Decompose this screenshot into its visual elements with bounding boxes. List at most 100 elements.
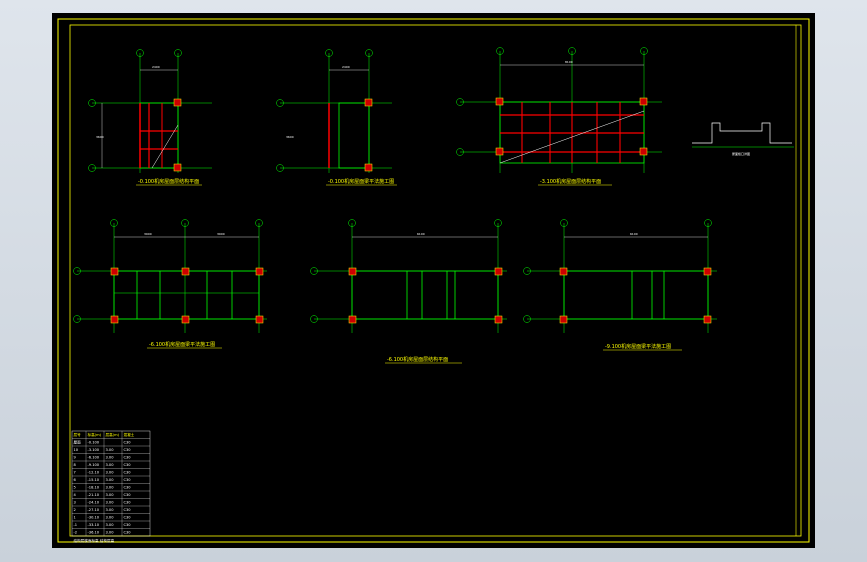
outer-frame bbox=[57, 18, 810, 543]
drawing-title: -9.100机房屋面梁平法施工图 bbox=[605, 343, 671, 350]
table-cell: 3.00 bbox=[106, 463, 115, 467]
dim-text: 2400 bbox=[152, 65, 160, 69]
column bbox=[181, 267, 190, 276]
drawing-title: -3.100机房屋面层结构平面 bbox=[540, 178, 601, 185]
axis-bubble bbox=[494, 219, 502, 227]
axis-bubble bbox=[456, 98, 464, 106]
axis-bubble bbox=[640, 47, 648, 55]
table-cell: -3.100 bbox=[88, 448, 100, 452]
axis-bubble bbox=[325, 49, 333, 57]
table-cell: 4 bbox=[74, 493, 77, 497]
axis-bubble bbox=[73, 267, 81, 275]
plan-outline bbox=[139, 102, 179, 169]
table-cell: C30 bbox=[124, 516, 132, 520]
table-cell: 3.00 bbox=[106, 501, 115, 505]
table-cell: 5 bbox=[74, 486, 76, 490]
table-cell: C30 bbox=[124, 456, 132, 460]
table-cell: 3 bbox=[74, 501, 76, 505]
inner-frame bbox=[69, 24, 802, 537]
column bbox=[559, 267, 568, 276]
table-cell: -12.10 bbox=[88, 471, 100, 475]
column bbox=[494, 267, 503, 276]
axis-bubble bbox=[456, 148, 464, 156]
axis-bubble bbox=[88, 164, 96, 172]
axis-bubble bbox=[174, 49, 182, 57]
dim-text: 3600 bbox=[96, 135, 104, 139]
column bbox=[255, 315, 264, 324]
plan-outline bbox=[351, 270, 499, 320]
axis-bubble bbox=[568, 47, 576, 55]
table-cell: C30 bbox=[124, 508, 132, 512]
table-cell: 3.00 bbox=[106, 448, 115, 452]
axis-bubble bbox=[276, 99, 284, 107]
axis-bubble bbox=[310, 315, 318, 323]
table-cell: 3.00 bbox=[106, 516, 115, 520]
column bbox=[639, 97, 648, 106]
column bbox=[173, 163, 182, 172]
drawing-sheet[interactable]: 2400 3600 -0.100机房屋面层结构平面 2 4 bbox=[52, 13, 815, 548]
table-cell: 屋面 bbox=[74, 440, 82, 445]
table-cell: -33.10 bbox=[88, 523, 100, 527]
column bbox=[173, 98, 182, 107]
cad-canvas: 2400 3600 -0.100机房屋面层结构平面 2 4 bbox=[57, 18, 810, 543]
table-cell: -0.100 bbox=[88, 441, 100, 445]
table-cell: 3.00 bbox=[106, 531, 115, 535]
column bbox=[348, 315, 357, 324]
column bbox=[494, 315, 503, 324]
table-footer: 结构层楼面标高 结构层高 bbox=[74, 538, 115, 543]
column bbox=[364, 163, 373, 172]
table-header-cell: 层高(m) bbox=[106, 432, 120, 437]
axis-bubble bbox=[73, 315, 81, 323]
axis-bubble bbox=[110, 219, 118, 227]
column bbox=[639, 147, 648, 156]
table-cell: 9 bbox=[74, 456, 77, 460]
table-cell: 2 bbox=[74, 508, 76, 512]
column bbox=[110, 267, 119, 276]
column bbox=[495, 97, 504, 106]
table-cell: 3.00 bbox=[106, 478, 115, 482]
table-cell: C30 bbox=[124, 441, 132, 445]
table-header-cell: 层号 bbox=[74, 432, 82, 437]
axis-bubble bbox=[255, 219, 263, 227]
dim-text: 2400 bbox=[342, 65, 350, 69]
column bbox=[703, 267, 712, 276]
table-cell: 10 bbox=[74, 448, 79, 452]
table-cell: C30 bbox=[124, 531, 132, 535]
table-cell: 7 bbox=[74, 471, 76, 475]
table-cell: 3.00 bbox=[106, 493, 115, 497]
table-cell: 6 bbox=[74, 478, 77, 482]
column bbox=[703, 315, 712, 324]
axis-bubble bbox=[136, 49, 144, 57]
table-cell: 3.00 bbox=[106, 508, 115, 512]
detail-section: 屋面檐口详图 bbox=[692, 122, 794, 156]
dim-text: 6100 bbox=[630, 232, 638, 236]
column bbox=[348, 267, 357, 276]
plan-outline bbox=[113, 270, 260, 320]
table-header-cell: 混凝土 bbox=[124, 432, 135, 437]
axis-bubble bbox=[88, 99, 96, 107]
table-cell: -27.10 bbox=[88, 508, 100, 512]
drawing-d3: 8100 -3.100机房屋面层结构平面 bbox=[456, 47, 662, 186]
drawing-d1: 2400 3600 -0.100机房屋面层结构平面 bbox=[88, 49, 212, 186]
table-cell: 3.00 bbox=[106, 486, 115, 490]
table-cell: -24.10 bbox=[88, 501, 100, 505]
table-cell: C30 bbox=[124, 523, 132, 527]
slab-diagonal bbox=[151, 124, 179, 169]
table-cell: -1 bbox=[74, 523, 78, 527]
table-cell: C30 bbox=[124, 448, 132, 452]
drawing-d4: 3900 3900 -6.100机房屋面梁平法施工图 bbox=[73, 219, 267, 349]
dim-text: 6100 bbox=[417, 232, 425, 236]
table-cell: 1 bbox=[74, 516, 76, 520]
table-header-cell: 标高(m) bbox=[88, 432, 102, 437]
column bbox=[110, 315, 119, 324]
dim-text: 3900 bbox=[217, 232, 225, 236]
table-cell: -21.10 bbox=[88, 493, 100, 497]
dim-text: 3900 bbox=[144, 232, 152, 236]
axis-bubble bbox=[348, 219, 356, 227]
axis-bubble bbox=[365, 49, 373, 57]
axis-bubble bbox=[560, 219, 568, 227]
table-cell: C30 bbox=[124, 478, 132, 482]
column bbox=[559, 315, 568, 324]
axis-bubble bbox=[523, 315, 531, 323]
